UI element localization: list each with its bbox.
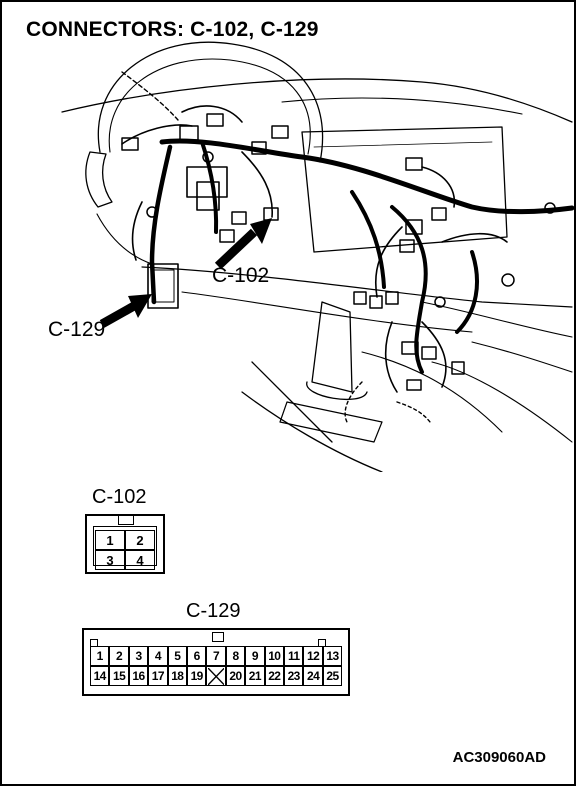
- c102-label: C-102: [92, 486, 147, 508]
- callout-c129: C-129: [48, 318, 106, 341]
- c129-pin: 8: [225, 646, 246, 666]
- c129-pin: 12: [303, 646, 323, 666]
- c129-pin: 2: [109, 646, 129, 666]
- page-title: CONNECTORS: C-102, C-129: [26, 18, 319, 41]
- figure-code: AC309060AD: [452, 749, 546, 766]
- c129-pin: 19: [187, 666, 207, 686]
- vacant-cross-icon: [207, 667, 225, 685]
- c102-pin: 3: [95, 550, 125, 570]
- c129-pin: 18: [167, 666, 187, 686]
- callout-c102: C-102: [212, 264, 270, 287]
- c129-pin: 16: [128, 666, 149, 686]
- c129-right-guide: [318, 639, 326, 647]
- c129-pin: 14: [90, 666, 110, 686]
- c129-pin: 4: [148, 646, 168, 666]
- c129-pin: 23: [284, 666, 304, 686]
- c102-lock-tab: [118, 515, 134, 525]
- c129-pin: 22: [264, 666, 284, 686]
- c129-pin: 20: [225, 666, 246, 686]
- c129-pin: 5: [167, 646, 187, 666]
- c129-pin: 3: [128, 646, 149, 666]
- c129-pin: 6: [187, 646, 207, 666]
- c129-arrow: [99, 294, 152, 328]
- c129-vacant-cavity: [206, 666, 226, 686]
- c129-label: C-129: [186, 600, 241, 622]
- c129-pin: 21: [245, 666, 265, 686]
- c102-pin: 1: [95, 530, 125, 550]
- dashboard-harness-illustration: [61, 41, 575, 472]
- c102-pin: 4: [125, 550, 155, 570]
- c129-lock-tab: [212, 632, 224, 642]
- c129-pin: 25: [322, 666, 343, 686]
- c102-pin: 2: [125, 530, 155, 550]
- c129-pin: 17: [148, 666, 168, 686]
- c129-pin: 24: [303, 666, 323, 686]
- c129-pin: 10: [264, 646, 284, 666]
- c129-pin: 9: [245, 646, 265, 666]
- c129-pin: 15: [109, 666, 129, 686]
- c129-pin: 7: [206, 646, 226, 666]
- c102-arrow: [214, 218, 272, 270]
- c129-pin: 13: [322, 646, 343, 666]
- c129-pin: 1: [90, 646, 110, 666]
- c129-left-guide: [90, 639, 98, 647]
- c129-pin: 11: [284, 646, 304, 666]
